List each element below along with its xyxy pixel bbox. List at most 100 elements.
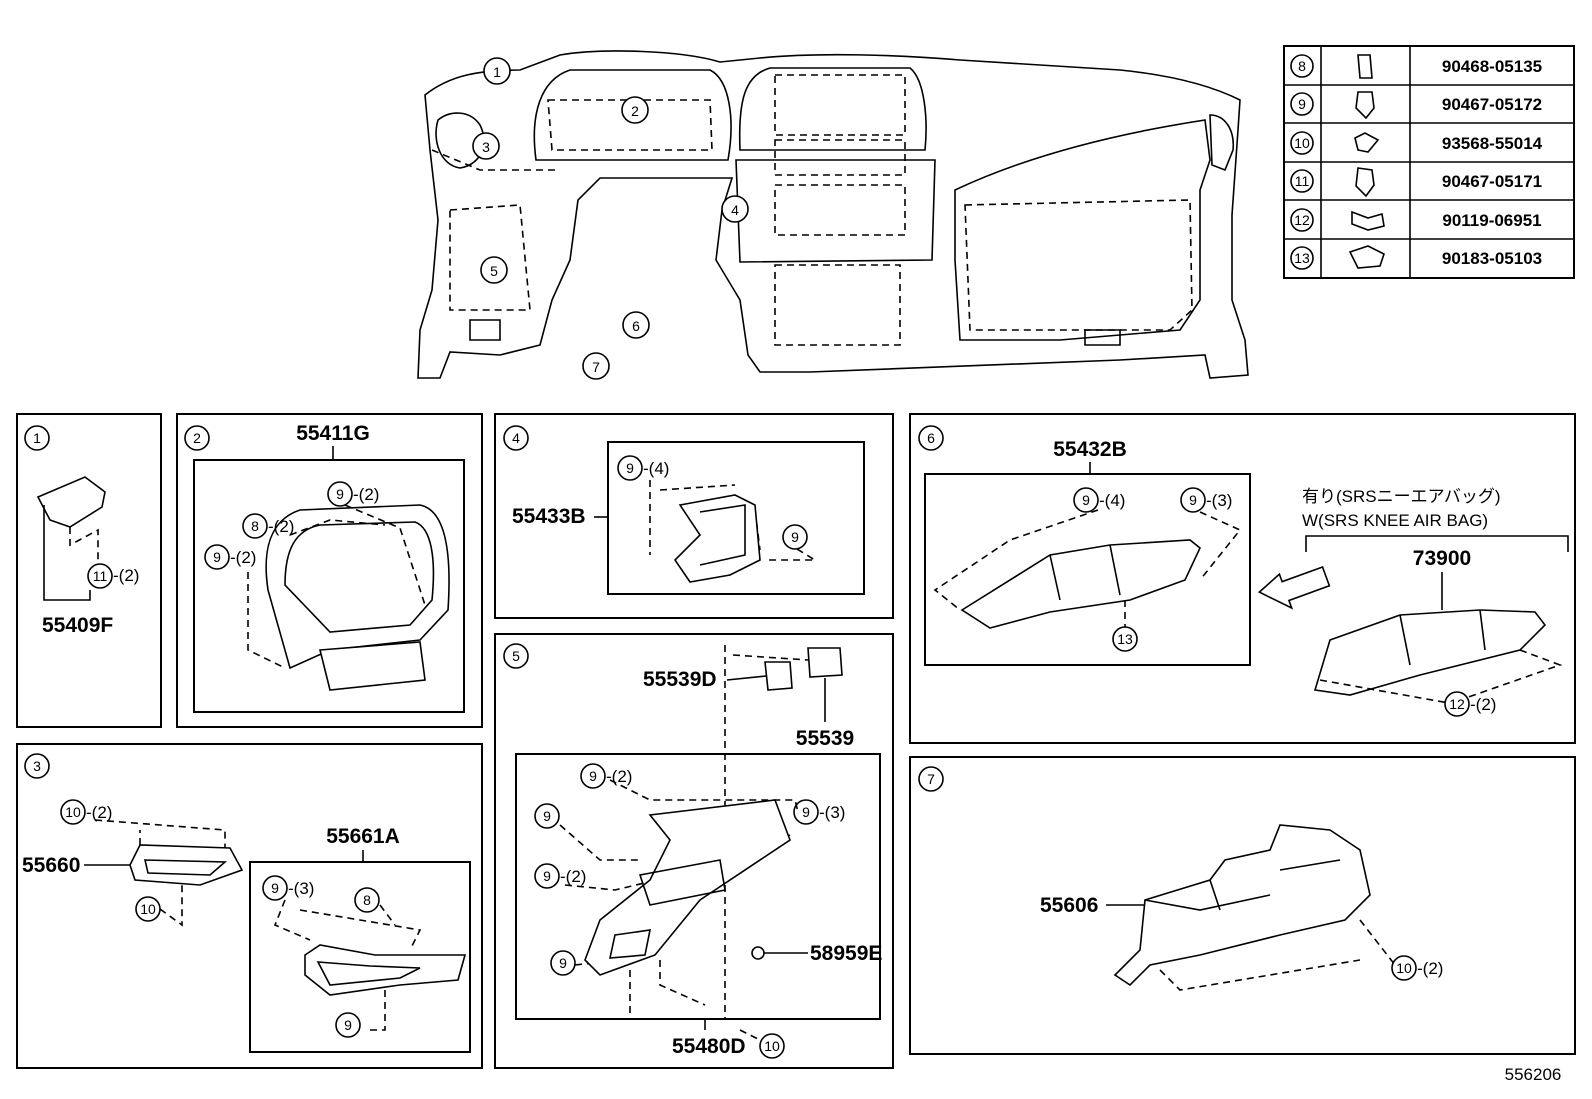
part-number-55432b: 55432B [1053, 438, 1127, 461]
overview-callout-2: 2 [631, 103, 639, 119]
panel-6-c4-ref: 12 [1449, 696, 1465, 712]
panel-5: 5 55539D 55539 9 -(2) 9 9 -(3) 9 -(2) 9 … [494, 633, 894, 1069]
part-55432b-shape [960, 539, 1201, 629]
bolt-icon [1351, 210, 1385, 231]
panel-5-c6-ref: 10 [764, 1038, 780, 1054]
panel-2-c2-qty: -(2) [268, 517, 294, 536]
fastener-table: 8 90468-05135 9 90467-05172 10 93568-550… [1283, 45, 1575, 279]
overview-callout-4: 4 [731, 202, 739, 218]
fastener-row: 10 93568-55014 [1290, 131, 1543, 155]
part-55661a-shape [304, 944, 467, 996]
note-srs-knee-airbag-en: W(SRS KNEE AIR BAG) [1302, 511, 1488, 530]
fastener-ref: 10 [1294, 135, 1310, 151]
panel-2-c3-ref: 9 [213, 549, 221, 565]
panel-6: 6 55432B 9 -(4) 9 -(3) 13 有り(SRSニーエアバッグ)… [909, 413, 1576, 744]
panel-6-c1-ref: 9 [1082, 492, 1090, 508]
fastener-row: 11 90467-05171 [1290, 167, 1542, 198]
part-number-55606: 55606 [1040, 894, 1098, 917]
panel-5-c4-ref: 9 [543, 868, 551, 884]
nut-icon [1348, 245, 1385, 269]
part-55660-shape [129, 844, 244, 886]
part-55409f-shape [36, 476, 106, 528]
panel-3-c1-qty: -(2) [86, 803, 112, 822]
panel-3-c3-qty: -(3) [288, 879, 314, 898]
fastener-ref: 13 [1294, 250, 1310, 266]
screw-icon [1354, 132, 1380, 153]
clip-icon [1355, 91, 1375, 120]
panel-4: 4 55433B 9 -(4) 9 [494, 413, 894, 619]
panel-5-c2-ref: 9 [543, 808, 551, 824]
arrow-icon [1257, 565, 1331, 610]
panel-2: 2 55411G 9 -(2) 8 -(2) 9 -(2) [176, 413, 483, 728]
fastener-part-no: 90467-05172 [1442, 95, 1542, 114]
panel-3-c4-ref: 8 [363, 892, 371, 908]
part-number-55539: 55539 [796, 727, 854, 750]
fastener-ref: 9 [1298, 96, 1306, 112]
overview-callout-3: 3 [482, 139, 490, 155]
fastener-part-no: 90468-05135 [1442, 57, 1542, 76]
part-number-55661a: 55661A [326, 825, 400, 848]
part-number-55539d: 55539D [643, 668, 717, 691]
panel-1: 1 11 -(2) 55409F [16, 413, 162, 728]
panel-4-c1-qty: -(4) [643, 459, 669, 478]
overview-callout-1: 1 [493, 64, 501, 80]
panel-5-label: 5 [512, 648, 520, 664]
fastener-row: 8 90468-05135 [1290, 54, 1542, 79]
panel-5-c3-qty: -(3) [819, 803, 845, 822]
panel-5-c1-ref: 9 [589, 768, 597, 784]
fastener-part-no: 90467-05171 [1442, 172, 1542, 191]
part-number-55433b: 55433B [512, 505, 586, 528]
panel-4-c1-ref: 9 [626, 460, 634, 476]
panel-6-c3-ref: 13 [1117, 631, 1133, 647]
panel-5-c1-qty: -(2) [606, 767, 632, 786]
part-73900-shape [1313, 609, 1547, 696]
panel-6-c4-qty: -(2) [1470, 695, 1496, 714]
instrument-panel-overview [417, 50, 1249, 379]
fastener-ref: 11 [1295, 173, 1310, 189]
fastener-part-no: 90183-05103 [1442, 249, 1542, 268]
fastener-ref: 12 [1294, 212, 1310, 228]
part-number-55409f: 55409F [42, 614, 113, 637]
panel-3-c2-ref: 10 [140, 901, 156, 917]
panel-7: 7 55606 10 -(2) [909, 756, 1576, 1055]
overview-callout-5: 5 [490, 263, 498, 279]
panel-2-c1-qty: -(2) [353, 485, 379, 504]
panel-1-label: 1 [33, 430, 41, 446]
panel-6-label: 6 [927, 430, 935, 446]
overview-callout-7: 7 [592, 359, 600, 375]
part-number-55480d: 55480D [672, 1035, 746, 1058]
part-number-58959e: 58959E [810, 942, 882, 965]
panel-2-c3-qty: -(2) [230, 548, 256, 567]
panel-3-label: 3 [33, 758, 41, 774]
panel-6-c1-qty: -(4) [1099, 491, 1125, 510]
meter-hood-shape [265, 504, 450, 670]
part-number-55660: 55660 [22, 854, 80, 877]
clip-icon [1357, 54, 1373, 79]
part-55433b-shape [673, 494, 761, 583]
part-number-55411g: 55411G [296, 422, 370, 445]
panel-7-label: 7 [927, 771, 935, 787]
fastener-ref: 8 [1298, 58, 1306, 74]
part-number-73900: 73900 [1413, 547, 1471, 570]
panel-6-c2-qty: -(3) [1206, 491, 1232, 510]
panel-7-c1-ref: 10 [1396, 960, 1412, 976]
clip-icon [1355, 167, 1375, 198]
panel-1-clip-qty: -(2) [113, 566, 139, 585]
panel-6-c2-ref: 9 [1189, 492, 1197, 508]
part-55606-shape [1113, 824, 1371, 987]
panel-3-c3-ref: 9 [271, 880, 279, 896]
fastener-row: 13 90183-05103 [1290, 245, 1542, 270]
overview-callouts: 1 2 3 4 5 6 7 [472, 57, 749, 380]
panel-3-c5-ref: 9 [344, 1017, 352, 1033]
panel-3-c1-ref: 10 [65, 804, 81, 820]
panel-7-c1-qty: -(2) [1417, 959, 1443, 978]
overview-callout-6: 6 [632, 318, 640, 334]
panel-1-clip-ref: 11 [93, 568, 108, 584]
panel-5-c4-qty: -(2) [560, 867, 586, 886]
panel-3: 3 10 -(2) 55660 10 55661A 9 -(3) 8 9 [16, 743, 483, 1069]
panel-2-label: 2 [193, 430, 201, 446]
panel-5-c5-ref: 9 [559, 955, 567, 971]
panel-2-c1-ref: 9 [336, 486, 344, 502]
fastener-part-no: 93568-55014 [1442, 134, 1543, 153]
